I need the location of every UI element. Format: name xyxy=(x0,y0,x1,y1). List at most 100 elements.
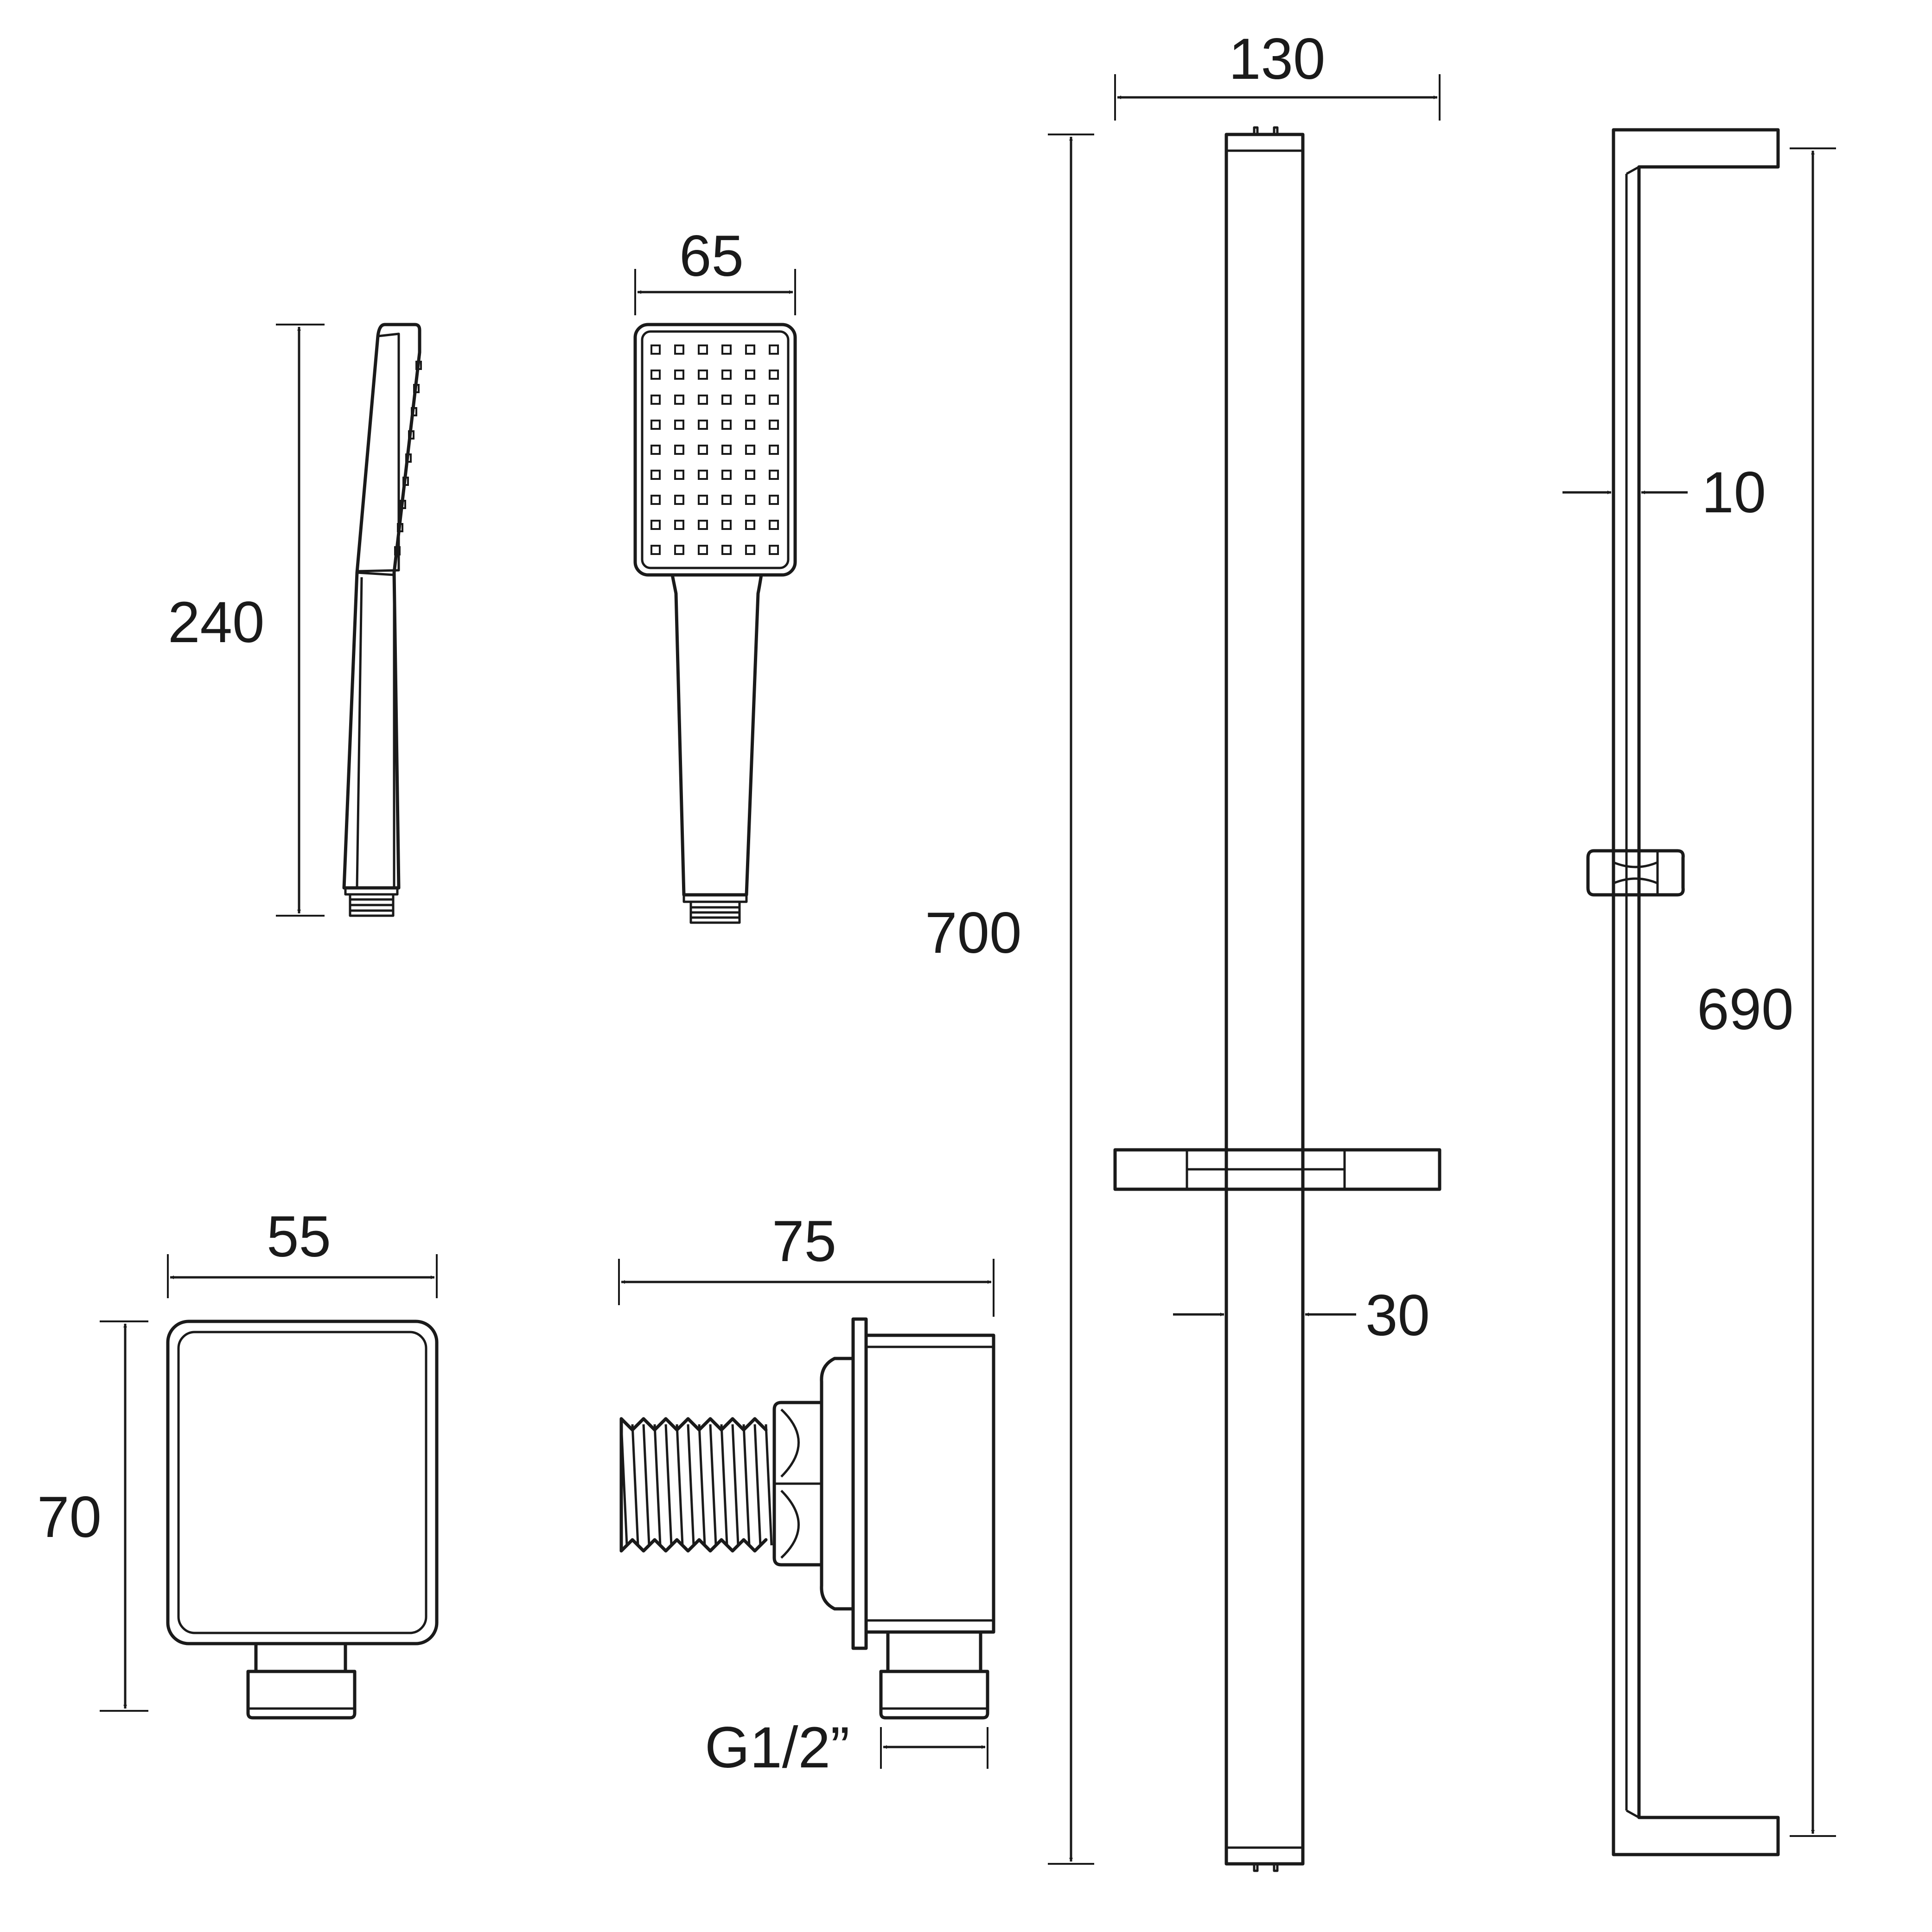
thread-line xyxy=(765,1424,773,1546)
thread-line xyxy=(753,1424,762,1546)
handset-holder xyxy=(1113,1148,1441,1191)
nozzle xyxy=(674,545,684,555)
nozzle xyxy=(721,545,732,555)
riser-rail-front-view xyxy=(1113,126,1441,1872)
nozzle xyxy=(650,445,661,455)
handset-nozzle-grid xyxy=(650,344,779,555)
thread-line xyxy=(642,1424,650,1546)
outlet-nut xyxy=(772,1401,823,1567)
thread-line xyxy=(687,1424,695,1546)
dimension-700: 700 xyxy=(925,134,1094,1865)
nozzle xyxy=(745,395,755,405)
dimension-30: 30 xyxy=(1173,1283,1430,1348)
dimension-g12: G1/2” xyxy=(705,1715,988,1780)
nozzle xyxy=(674,470,684,480)
thread-line xyxy=(664,1424,673,1546)
nozzle xyxy=(769,420,779,430)
nozzle xyxy=(698,445,708,455)
nozzle xyxy=(745,445,755,455)
riser-rail-side-view xyxy=(1586,128,1780,1856)
label-240: 240 xyxy=(168,590,265,655)
thread-line xyxy=(676,1424,684,1546)
dimension-55: 55 xyxy=(167,1205,438,1298)
nozzle xyxy=(769,395,779,405)
nozzle xyxy=(698,545,708,555)
label-55: 55 xyxy=(267,1205,331,1269)
thread-edge xyxy=(619,1538,768,1553)
nozzle xyxy=(698,344,708,355)
nozzle xyxy=(698,395,708,405)
nozzle xyxy=(698,495,708,505)
riser-slider xyxy=(1586,849,1685,897)
nozzle xyxy=(745,344,755,355)
nozzle xyxy=(650,520,661,530)
nozzle xyxy=(721,495,732,505)
thread-line xyxy=(742,1424,751,1546)
thread-line xyxy=(653,1424,662,1546)
nozzle xyxy=(674,370,684,380)
nozzle xyxy=(650,370,661,380)
nozzle xyxy=(769,470,779,480)
nozzle xyxy=(650,344,661,355)
label-130: 130 xyxy=(1229,27,1326,91)
nozzle xyxy=(745,370,755,380)
nozzle xyxy=(745,420,755,430)
label-690: 690 xyxy=(1697,977,1794,1042)
nozzle xyxy=(674,520,684,530)
nozzle xyxy=(650,470,661,480)
label-30: 30 xyxy=(1365,1283,1430,1348)
handset-front-thread xyxy=(689,902,741,924)
nozzle xyxy=(650,420,661,430)
nozzle xyxy=(674,420,684,430)
nozzle xyxy=(769,495,779,505)
thread-line xyxy=(720,1424,728,1546)
handset-side-thread xyxy=(349,894,395,917)
label-700: 700 xyxy=(925,901,1022,965)
nozzle xyxy=(698,520,708,530)
nozzle xyxy=(674,395,684,405)
dimension-240: 240 xyxy=(168,324,325,917)
nozzle xyxy=(698,370,708,380)
dimension-75: 75 xyxy=(618,1209,995,1317)
nozzle xyxy=(674,445,684,455)
outlet-thread xyxy=(619,1417,773,1553)
nozzle xyxy=(721,395,732,405)
nozzle xyxy=(769,370,779,380)
nozzle xyxy=(721,344,732,355)
wall-outlet-front-view xyxy=(166,1320,439,1720)
dimension-70: 70 xyxy=(37,1320,148,1712)
thread-line xyxy=(698,1424,706,1546)
dimension-690: 690 xyxy=(1697,147,1836,1837)
nozzle xyxy=(650,495,661,505)
nozzle xyxy=(698,420,708,430)
label-70: 70 xyxy=(37,1485,102,1549)
nozzle xyxy=(721,445,732,455)
nozzle xyxy=(674,344,684,355)
handset-side-nozzles xyxy=(394,361,422,555)
dimension-10: 10 xyxy=(1562,460,1766,525)
nozzle xyxy=(745,520,755,530)
handset-front-view xyxy=(633,323,797,924)
label-75: 75 xyxy=(772,1209,836,1274)
nozzle xyxy=(674,495,684,505)
nozzle xyxy=(745,495,755,505)
thread-edge xyxy=(619,1417,768,1432)
nozzle xyxy=(650,395,661,405)
nozzle xyxy=(745,470,755,480)
nozzle xyxy=(721,470,732,480)
label-65: 65 xyxy=(679,224,744,288)
nozzle xyxy=(650,545,661,555)
nozzle xyxy=(769,445,779,455)
nozzle xyxy=(769,545,779,555)
thread-line xyxy=(709,1424,717,1546)
label-10: 10 xyxy=(1702,460,1766,525)
label-g12: G1/2” xyxy=(705,1715,850,1780)
wall-outlet-side-view xyxy=(619,1317,995,1720)
nozzle xyxy=(698,470,708,480)
nozzle xyxy=(769,344,779,355)
thread-line xyxy=(631,1424,639,1546)
nozzle xyxy=(721,370,732,380)
handset-side-view xyxy=(342,323,422,917)
thread-line xyxy=(731,1424,740,1546)
